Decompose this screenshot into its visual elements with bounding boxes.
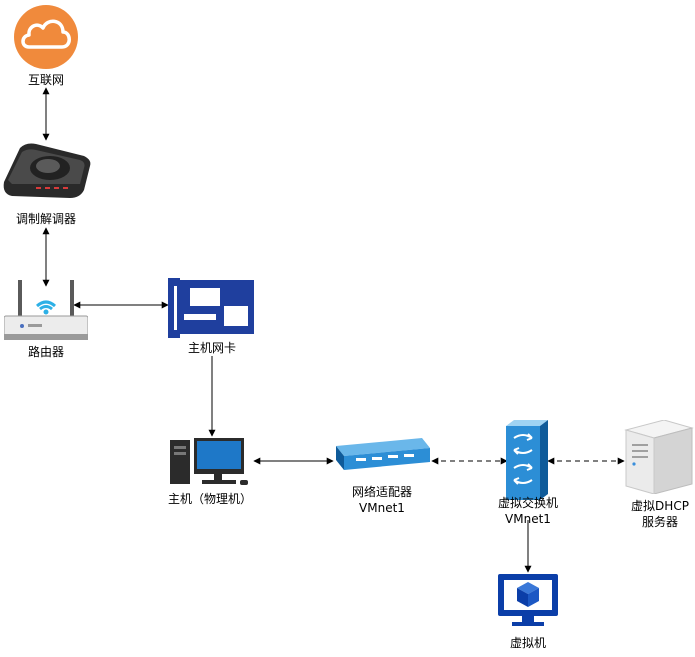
vswitch-label-line1: 虚拟交换机	[497, 496, 559, 510]
virtual-switch-icon	[506, 420, 548, 500]
adapter-label-line1: 网络适配器	[351, 485, 413, 499]
cloud-icon	[14, 5, 78, 69]
network-adapter-icon	[336, 438, 430, 470]
host-label: 主机（物理机）	[167, 492, 253, 506]
host-computer-icon	[170, 438, 248, 485]
adapter-label-line2: VMnet1	[359, 501, 405, 515]
router-label: 路由器	[27, 345, 65, 359]
router-icon	[4, 280, 88, 340]
modem-icon	[3, 143, 91, 198]
modem-label: 调制解调器	[15, 212, 77, 226]
virtual-machine-icon	[498, 574, 558, 626]
dhcp-label-line1: 虚拟DHCP	[631, 499, 689, 513]
nic-label: 主机网卡	[187, 341, 237, 355]
internet-label: 互联网	[27, 73, 65, 87]
vm-label: 虚拟机	[509, 636, 547, 650]
dhcp-server-icon	[624, 420, 694, 494]
dhcp-label-line2: 服务器	[641, 515, 679, 529]
network-card-icon	[168, 278, 254, 338]
vswitch-label-line2: VMnet1	[505, 512, 551, 526]
